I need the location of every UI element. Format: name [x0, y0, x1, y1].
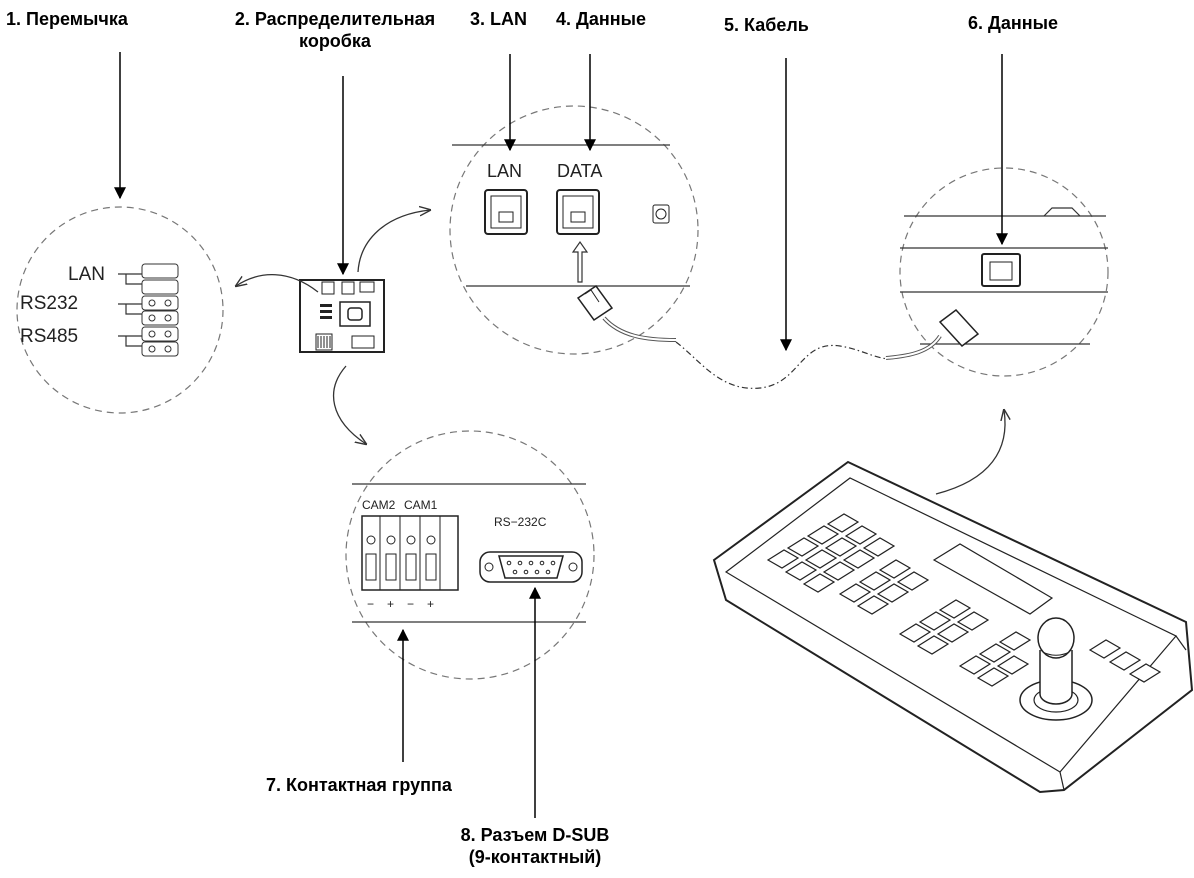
- data-port: [556, 189, 600, 235]
- ports-detail-circle: LAN DATA: [449, 105, 699, 355]
- jumper-label-rs232: RS232: [20, 293, 78, 314]
- terminal-plus-1: +: [387, 597, 394, 611]
- callout-dsub: 8. Разъем D-SUB (9-контактный): [425, 824, 645, 868]
- callout-cable: 5. Кабель: [724, 15, 809, 35]
- terminal-minus-1: −: [367, 597, 374, 611]
- jumper-pins-rs485: [141, 326, 179, 357]
- callout-data-2: 6. Данные: [968, 13, 1058, 33]
- callout-junction-box: 2. Распределительная коробка: [200, 8, 470, 52]
- dc-jack: [652, 204, 670, 224]
- cable-line: [675, 341, 897, 389]
- joystick: [1019, 617, 1093, 721]
- terminal-block: [361, 515, 459, 591]
- insert-up-arrow: [571, 240, 589, 283]
- keyboard-data-port: [981, 253, 1021, 287]
- terminal-label-cam1: CAM1: [404, 498, 438, 512]
- keyboard-plug: [938, 308, 980, 348]
- port-label-data: DATA: [557, 161, 602, 181]
- dsub-connector: [479, 551, 583, 583]
- jumper-pins-rs232: [141, 295, 179, 326]
- terminal-minus-2: −: [407, 597, 414, 611]
- keyboard-keys: [766, 513, 1162, 687]
- callout-lan: 3. LAN: [470, 9, 528, 29]
- callout-jumper: 1. Перемычка: [6, 9, 128, 29]
- terminal-plus-2: +: [427, 597, 434, 611]
- port-label-lan: LAN: [487, 161, 522, 181]
- jumper-detail-circle: LAN RS232 RS485: [16, 206, 224, 414]
- keyboard-display: [932, 543, 1054, 615]
- terminal-label-rs232c: RS−232C: [494, 515, 547, 529]
- callout-junction-box-line2: коробка: [299, 31, 371, 51]
- lan-port: [484, 189, 528, 235]
- jumper-label-lan: LAN: [68, 264, 105, 285]
- terminal-label-cam2: CAM2: [362, 498, 396, 512]
- callout-dsub-line1: 8. Разъем D-SUB: [460, 825, 610, 845]
- junction-box-board: [299, 279, 385, 353]
- rj45-plug: [576, 284, 614, 322]
- callout-dsub-line2: (9-контактный): [468, 847, 602, 867]
- callout-data-1: 4. Данные: [556, 9, 646, 29]
- keyboard-port-detail-circle: [885, 167, 1109, 377]
- terminal-detail-circle: CAM2 CAM1 RS−232C − + − +: [345, 430, 595, 680]
- keyboard-controller: [712, 460, 1194, 794]
- callout-terminal-block: 7. Контактная группа: [266, 775, 452, 795]
- jumper-label-rs485: RS485: [20, 326, 78, 347]
- callout-junction-box-line1: 2. Распределительная: [234, 9, 436, 29]
